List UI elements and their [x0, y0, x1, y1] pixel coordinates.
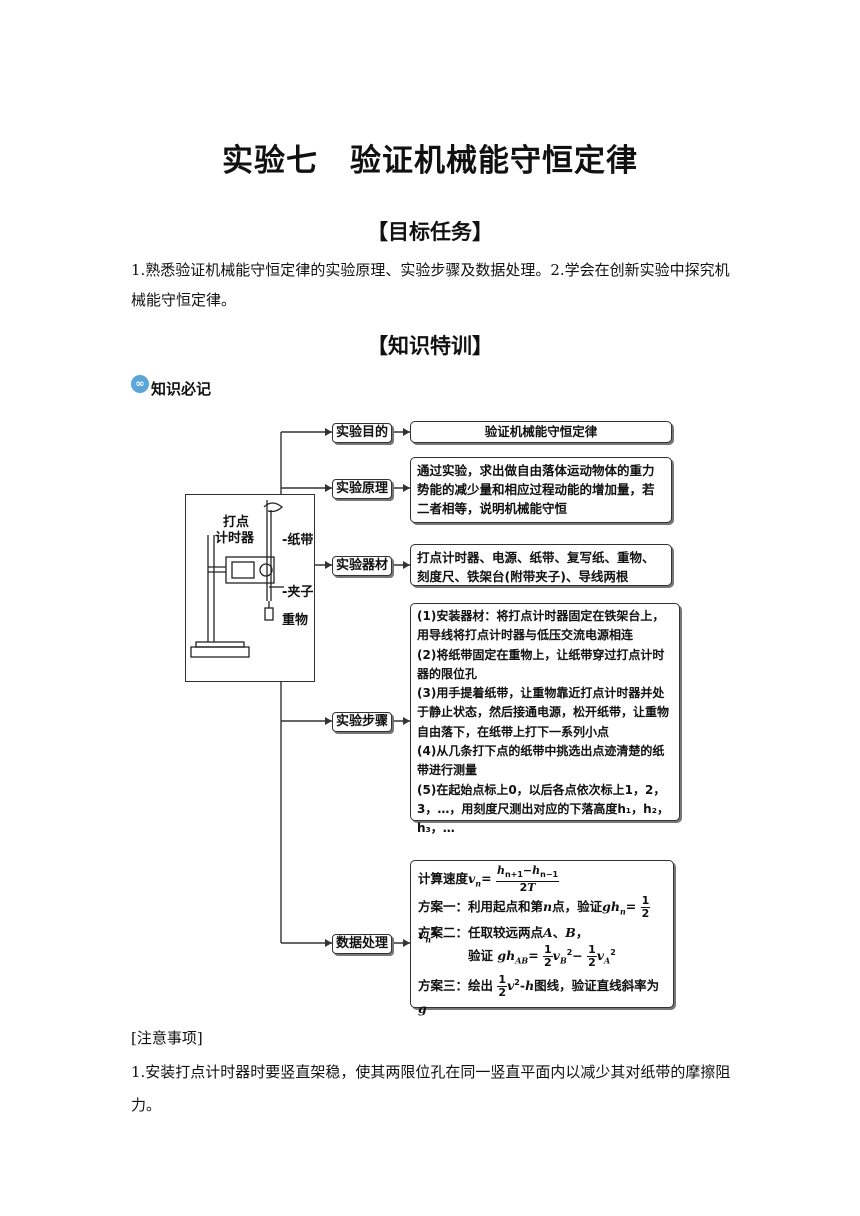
equipment-label: 实验器材: [332, 556, 392, 576]
note-1: 1.安装打点计时器时要竖直架稳，使其两限位孔在同一竖直平面内以减少其对纸带的摩擦…: [131, 1063, 731, 1114]
equipment-box: 打点计时器、电源、纸带、复写纸、重物、刻度尺、铁架台(附带夹子)、导线两根: [410, 544, 672, 586]
step-item: (5)在起始点标上0，以后各点依次标上1，2，3，…，用刻度尺测出对应的下落高度…: [417, 782, 669, 836]
section-heading-knowledge: 【知识特训】: [367, 333, 493, 358]
principle-label: 实验原理: [332, 479, 392, 499]
steps-label: 实验步骤: [332, 712, 392, 732]
knowledge-label: 知识必记: [151, 380, 212, 398]
goal-paragraph: 1.熟悉验证机械能守恒定律的实验原理、实验步骤及数据处理。2.学会在创新实验中探…: [131, 261, 730, 309]
tape-label: -纸带: [282, 533, 314, 548]
step-item: (3)用手提着纸带，让重物靠近打点计时器并处于静止状态，然后接通电源，松开纸带，…: [417, 686, 670, 739]
link-icon: ∞: [131, 375, 149, 393]
purpose-box: 验证机械能守恒定律: [410, 421, 672, 443]
page-title: 实验七 验证机械能守恒定律: [222, 143, 638, 179]
step-item: (4)从几条打下点的纸带中挑选出点迹清楚的纸带进行测量: [417, 744, 665, 778]
weight-label: 重物: [282, 613, 309, 628]
principle-box: 通过实验，求出做自由落体运动物体的重力势能的减少量和相应过程动能的增加量，若二者…: [410, 457, 672, 523]
step-item: (2)将纸带固定在重物上，让纸带穿过打点计时器的限位孔: [417, 647, 665, 681]
plan-two: 方案二：任取较远两点A、B，: [418, 925, 589, 940]
notes-heading: [注意事项]: [131, 1029, 203, 1047]
timer-label: 打点 计时器: [215, 515, 255, 546]
data-label: 数据处理: [332, 934, 392, 954]
steps-box: (1)安装器材：将打点计时器固定在铁架台上，用导线将打点计时器与低压交流电源相连…: [410, 603, 680, 835]
clip-label: -夹子: [282, 585, 314, 600]
purpose-label: 实验目的: [332, 423, 392, 443]
section-heading-goals: 【目标任务】: [367, 219, 493, 244]
step-item: (1)安装器材：将打点计时器固定在铁架台上，用导线将打点计时器与低压交流电源相连: [417, 609, 665, 643]
iron-stand-drawing: [190, 500, 284, 658]
apparatus-figure: 打点 计时器 -纸带 -夹子 重物: [185, 494, 315, 682]
